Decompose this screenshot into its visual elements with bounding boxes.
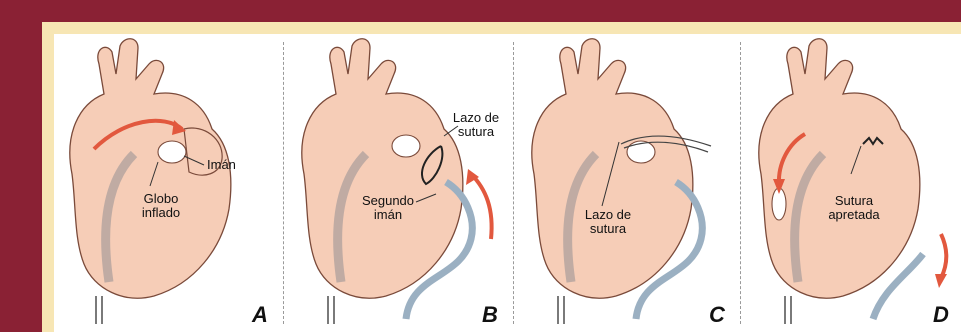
heart-body [759, 39, 920, 298]
panel-divider [283, 42, 284, 324]
heart-illustration-b [286, 34, 511, 332]
balloon [158, 141, 186, 163]
suture-loop-label-line1: Lazo de [450, 111, 502, 125]
tight-suture-label-line2: apretada [821, 208, 887, 222]
heart-illustration-c [516, 34, 738, 332]
magnet-label: Imán [207, 158, 236, 172]
balloon-label-line1: Globo [134, 192, 188, 206]
panel-letter-d: D [933, 302, 949, 328]
second-magnet-label-line2: imán [358, 208, 418, 222]
heart-illustration-d [743, 34, 961, 332]
suture-loop-label-line2: sutura [450, 125, 502, 139]
suture-loop-label-line2: sutura [580, 222, 636, 236]
panel-letter-b: B [482, 302, 498, 328]
panel-c: Lazo de sutura C [516, 34, 738, 332]
heart-illustration-a [54, 34, 281, 332]
figure-panels: Imán Globo inflado A Lazo de sutura Se [54, 34, 961, 332]
arrow-right [941, 234, 946, 278]
balloon [392, 135, 420, 157]
panel-letter-c: C [709, 302, 725, 328]
balloon [627, 141, 655, 163]
suture-loop-label-line1: Lazo de [580, 208, 636, 222]
panel-b: Lazo de sutura Segundo imán B [286, 34, 511, 332]
balloon-label-line2: inflado [134, 206, 188, 220]
second-magnet-label-line1: Segundo [358, 194, 418, 208]
panel-divider [740, 42, 741, 324]
panel-a: Imán Globo inflado A [54, 34, 281, 332]
panel-divider [513, 42, 514, 324]
tight-suture-label-line1: Sutura [821, 194, 887, 208]
panel-d: Sutura apretada D [743, 34, 961, 332]
panel-letter-a: A [252, 302, 268, 328]
